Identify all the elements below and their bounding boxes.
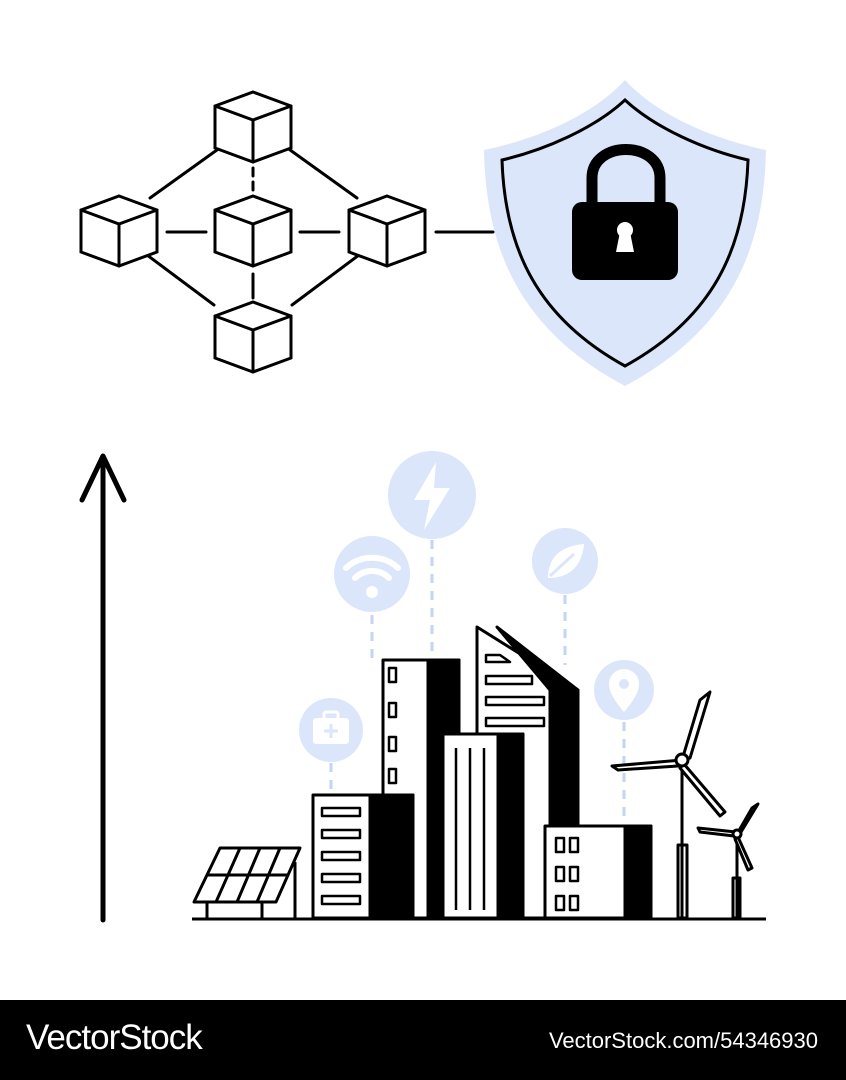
solar-panel-icon bbox=[192, 846, 302, 918]
cube-icon-center bbox=[213, 194, 293, 268]
vectorstock-logo: VectorStock bbox=[26, 1018, 203, 1057]
location-pin-icon bbox=[594, 660, 654, 720]
watermark-footer: VectorStock VectorStock.com/54346930 bbox=[0, 1000, 846, 1080]
blockchain-network bbox=[79, 90, 495, 374]
building-lower-right bbox=[543, 824, 653, 920]
medical-case-icon bbox=[299, 698, 363, 762]
cube-icon-bottom bbox=[213, 300, 293, 374]
security-shield bbox=[484, 80, 766, 386]
illustration bbox=[79, 80, 766, 923]
padlock-icon bbox=[572, 144, 678, 280]
cube-icon-right bbox=[347, 194, 427, 268]
wifi-icon bbox=[334, 536, 410, 612]
growth-arrow bbox=[79, 453, 127, 923]
lightning-icon bbox=[388, 451, 476, 539]
icon-links bbox=[329, 540, 626, 822]
cube-icon-top bbox=[213, 90, 293, 164]
wind-turbine-icon-large bbox=[610, 690, 727, 920]
cube-icon-left bbox=[79, 194, 159, 268]
building-lower-left bbox=[311, 793, 415, 920]
smart-city bbox=[192, 625, 766, 921]
image-id-label: VectorStock.com/54346930 bbox=[548, 1028, 818, 1053]
building-center bbox=[441, 732, 525, 920]
leaf-icon bbox=[532, 528, 598, 594]
network-connector-lines bbox=[141, 135, 495, 307]
wind-turbine-icon-small bbox=[696, 802, 760, 920]
